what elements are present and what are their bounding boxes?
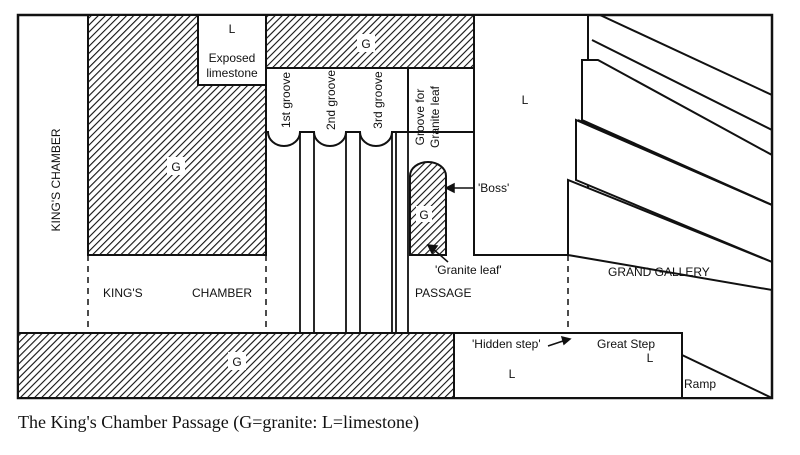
dashed-boundaries	[87, 255, 683, 399]
groove-lines	[299, 132, 409, 333]
great-step-label: Great Step	[597, 337, 655, 351]
granite-label-kings: G	[171, 160, 180, 174]
exposed-limestone-label-2: limestone	[206, 66, 258, 80]
grooves-outline	[265, 68, 409, 147]
boss-label: 'Boss'	[478, 181, 509, 195]
granite-label-leaf: G	[419, 208, 428, 222]
granite-label-ceiling: G	[361, 37, 370, 51]
ramp-label: Ramp	[684, 377, 716, 391]
hidden-step-label: 'Hidden step'	[472, 337, 541, 351]
passage-label: PASSAGE	[415, 286, 471, 300]
exposed-limestone-block	[197, 14, 267, 86]
kings-chamber-vertical-label: KING'S CHAMBER	[49, 128, 63, 231]
kings-label: KING'S	[103, 286, 143, 300]
limestone-label-step: L	[509, 367, 516, 381]
granite-label-floor: G	[232, 355, 241, 369]
groove-granite-label-2: Granite leaf	[428, 85, 442, 148]
figure-caption: The King's Chamber Passage (G=granite: L…	[18, 412, 419, 432]
limestone-label-great-step: L	[647, 351, 654, 365]
grand-gallery-stones	[567, 14, 773, 292]
pointer-arrows	[426, 182, 572, 347]
groove-1-label: 1st groove	[279, 72, 293, 128]
ramp	[681, 353, 773, 399]
g-label-bg-top	[357, 34, 375, 52]
g-label-bg-floor	[228, 352, 246, 370]
groove-2-label: 2nd groove	[324, 70, 338, 130]
g-label-bg-left	[167, 157, 185, 175]
granite-leaf-label-bg	[416, 206, 432, 222]
groove-3-label: 3rd groove	[371, 71, 385, 129]
granite-leaf-label: 'Granite leaf'	[435, 263, 502, 277]
grand-gallery-label: GRAND GALLERY	[608, 265, 710, 279]
groove-granite-label-1: Groove for	[413, 89, 427, 146]
exposed-limestone-label-1: Exposed	[209, 51, 256, 65]
chamber-label: CHAMBER	[192, 286, 252, 300]
limestone-label-exposed: L	[229, 22, 236, 36]
limestone-label-upper: L	[522, 93, 529, 107]
